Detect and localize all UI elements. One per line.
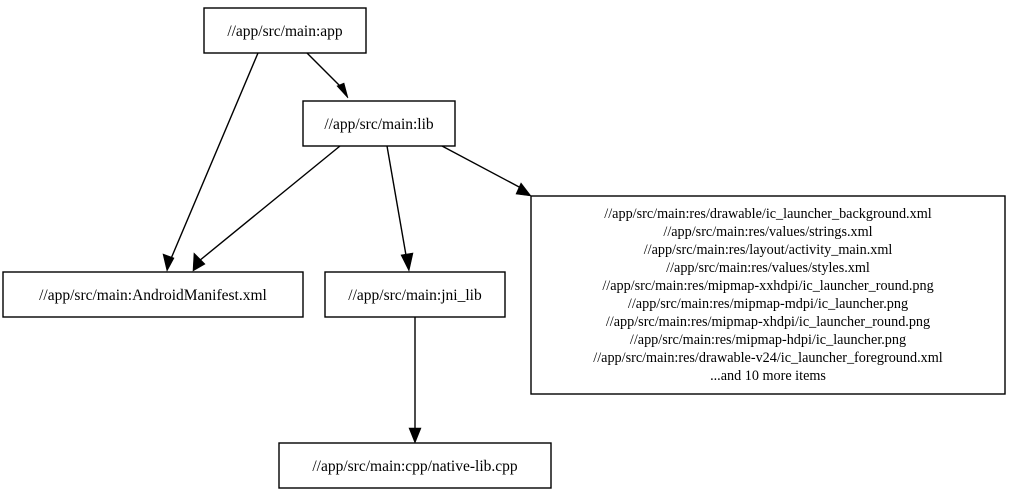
node-res-items-line-9: //app/src/main:res/drawable-v24/ic_launc… [593, 350, 943, 366]
arrowhead-icon [400, 252, 414, 272]
edge-layer [162, 52, 532, 444]
arrowhead-icon [336, 82, 349, 99]
node-res-items-line-3: //app/src/main:res/layout/activity_main.… [644, 242, 893, 258]
edge-line [169, 52, 259, 262]
node-app[interactable]: //app/src/main:app [203, 7, 367, 54]
node-lib-box[interactable] [302, 100, 456, 147]
edge-line [306, 52, 346, 92]
edge-line [386, 145, 408, 262]
node-android-manifest-box[interactable] [2, 271, 304, 318]
node-native-lib-cpp-box[interactable] [278, 442, 552, 489]
edge-lib-to-manifest [192, 145, 341, 272]
node-res-items-line-7: //app/src/main:res/mipmap-xhdpi/ic_launc… [606, 314, 930, 330]
edge-jni-lib-to-native-lib [408, 317, 422, 444]
edge-lib-to-jni-lib [386, 145, 414, 272]
node-app-label: //app/src/main:app [227, 23, 343, 40]
node-res-items[interactable]: //app/src/main:res/drawable/ic_launcher_… [530, 195, 1006, 395]
edge-line [441, 145, 522, 189]
node-native-lib-cpp[interactable]: //app/src/main:cpp/native-lib.cpp [278, 442, 552, 489]
node-res-items-box[interactable] [530, 195, 1006, 395]
node-lib[interactable]: //app/src/main:lib [302, 100, 456, 147]
node-native-lib-cpp-label: //app/src/main:cpp/native-lib.cpp [312, 458, 518, 475]
node-res-items-line-1: //app/src/main:res/drawable/ic_launcher_… [604, 206, 931, 222]
node-res-items-line-10: ...and 10 more items [710, 368, 826, 384]
edge-line [198, 145, 341, 262]
node-res-items-line-2: //app/src/main:res/values/strings.xml [663, 224, 872, 240]
node-layer: //app/src/main:app //app/src/main:lib //… [2, 7, 1006, 489]
node-android-manifest[interactable]: //app/src/main:AndroidManifest.xml [2, 271, 304, 318]
node-res-items-line-6: //app/src/main:res/mipmap-mdpi/ic_launch… [628, 296, 908, 312]
node-android-manifest-label: //app/src/main:AndroidManifest.xml [39, 287, 267, 304]
node-jni-lib[interactable]: //app/src/main:jni_lib [324, 271, 506, 318]
node-res-items-line-8: //app/src/main:res/mipmap-hdpi/ic_launch… [630, 332, 906, 348]
arrowhead-icon [192, 252, 206, 272]
node-lib-label: //app/src/main:lib [324, 116, 434, 133]
edge-app-to-lib [306, 52, 349, 99]
edge-lib-to-res-items [441, 145, 532, 197]
node-app-box[interactable] [203, 7, 367, 54]
arrowhead-icon [162, 253, 175, 272]
arrowhead-icon [408, 427, 422, 444]
node-jni-lib-label: //app/src/main:jni_lib [348, 287, 482, 304]
node-res-items-line-4: //app/src/main:res/values/styles.xml [666, 260, 870, 276]
arrowhead-icon [515, 182, 532, 197]
node-res-items-line-5: //app/src/main:res/mipmap-xxhdpi/ic_laun… [602, 278, 933, 294]
node-jni-lib-box[interactable] [324, 271, 506, 318]
edge-app-to-manifest [162, 52, 259, 272]
